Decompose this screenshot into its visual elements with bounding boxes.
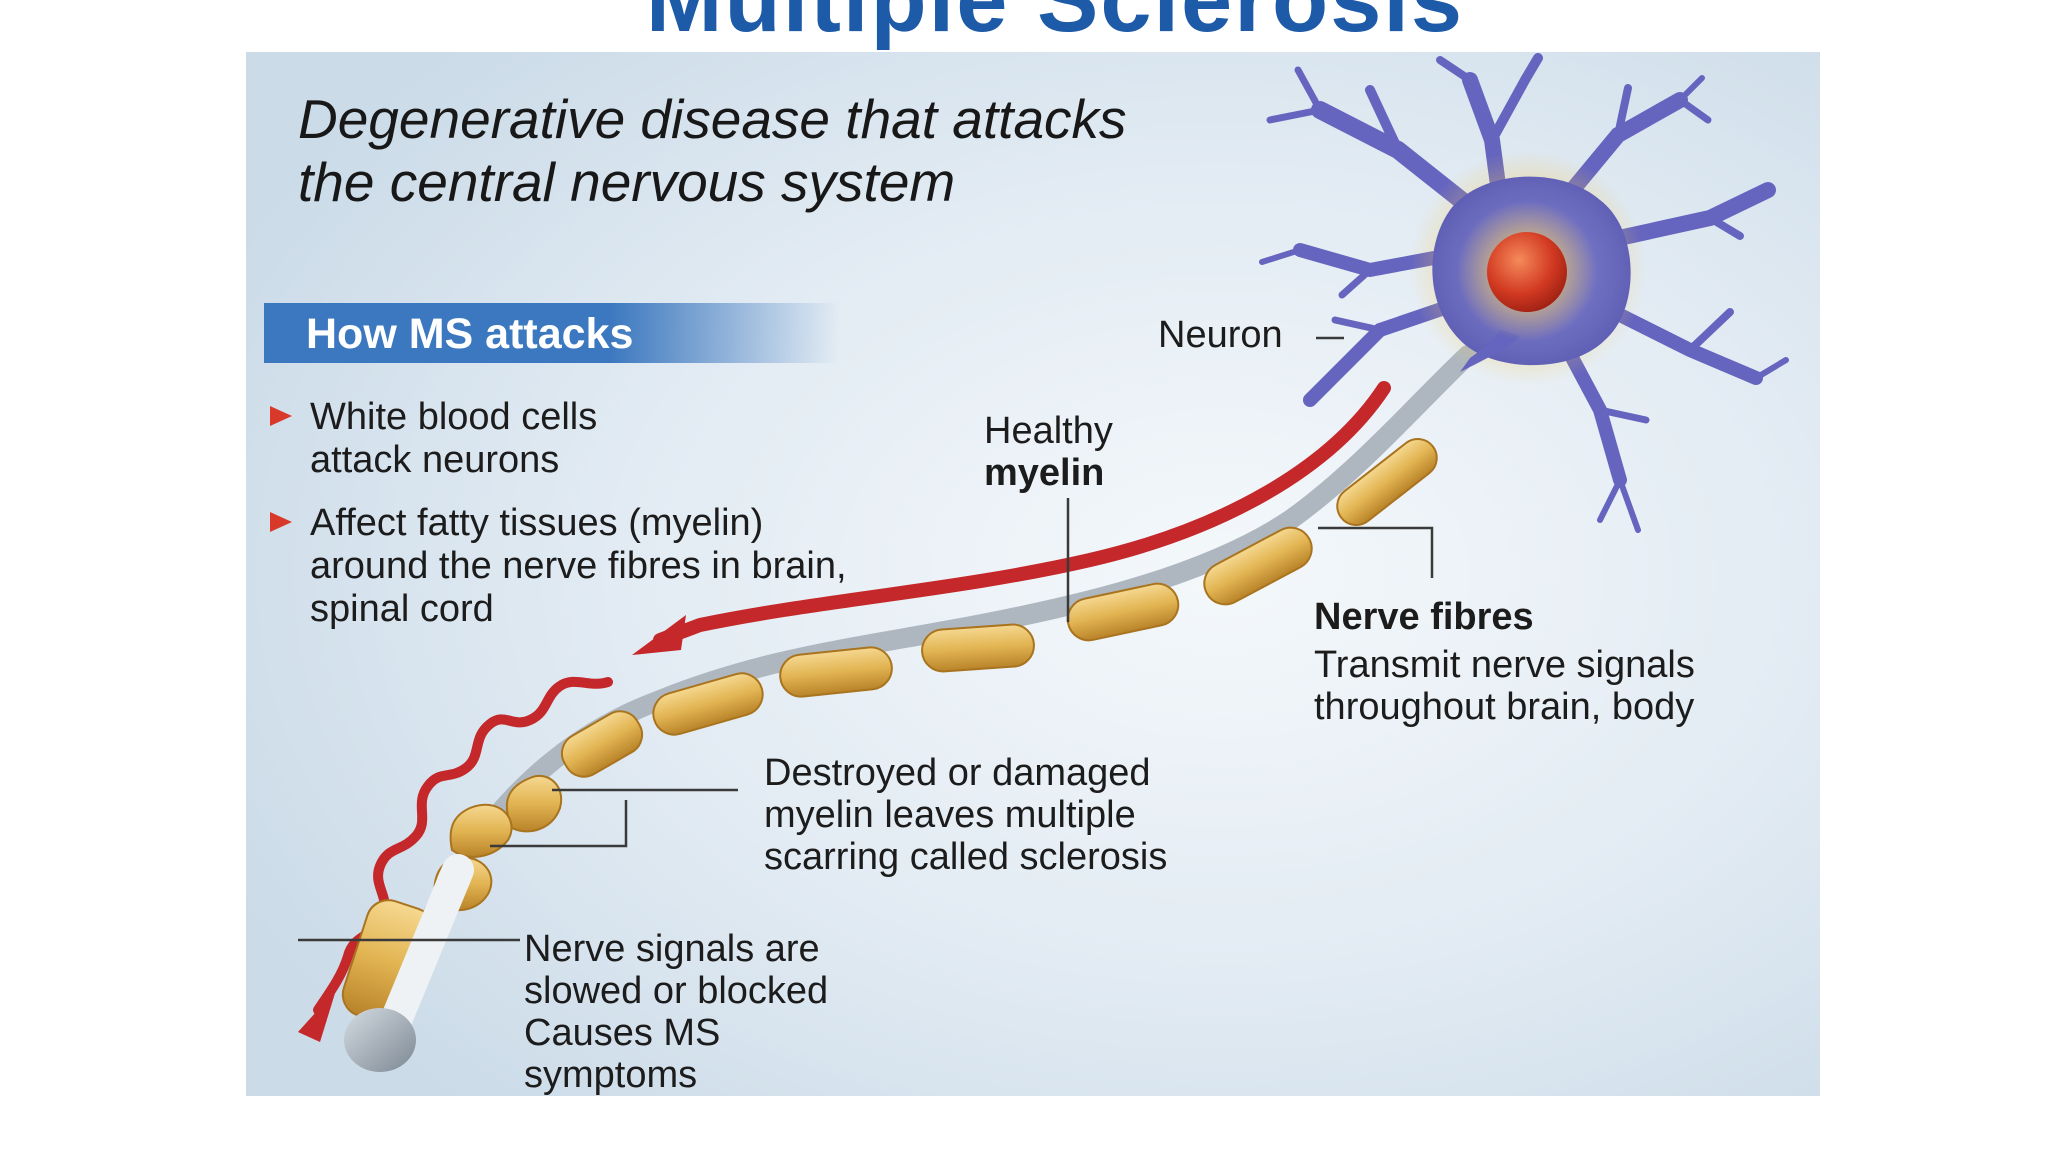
bullet-text: Affect fatty tissues (myelin) around the… (310, 502, 847, 630)
bullet-fatty-tissues: Affect fatty tissues (myelin) around the… (270, 502, 870, 631)
healthy-label: Healthy (984, 410, 1113, 452)
bullet-text: White blood cells attack neurons (310, 396, 598, 481)
nerve-fibres-desc-1: Transmit nerve signals (1314, 644, 1695, 686)
nerve-fibres-title: Nerve fibres (1314, 596, 1534, 638)
signal-arrow-healthy (653, 381, 1391, 647)
bullet-white-blood-cells: White blood cells attack neurons (270, 396, 690, 482)
exposed-axon (376, 854, 474, 1046)
signal-arrowhead-upper (632, 615, 686, 655)
nucleus (1487, 232, 1567, 312)
myelin-label: myelin (984, 452, 1105, 494)
signals-2: slowed or blocked (524, 970, 829, 1012)
signals-1: Nerve signals are (524, 928, 820, 970)
nerve-fibres-desc-2: throughout brain, body (1314, 686, 1695, 728)
slide-title: Multiple Sclerosis (590, 0, 1520, 50)
healthy-myelin (652, 437, 1438, 736)
banner-label: How MS attacks (306, 310, 634, 358)
leader-lines (298, 336, 1434, 942)
destroyed-myelin-3: scarring called sclerosis (764, 836, 1168, 878)
signal-arrowhead-lower (298, 990, 336, 1042)
how-ms-attacks-banner: How MS attacks (264, 303, 840, 363)
lead-text: Degenerative disease that attacks the ce… (298, 88, 1127, 213)
destroyed-myelin-1: Destroyed or damaged (764, 752, 1151, 794)
destroyed-myelin-2: myelin leaves multiple (764, 794, 1136, 836)
neuron-label: Neuron (1158, 314, 1283, 356)
signals-4: symptoms (524, 1054, 698, 1096)
neuron-cell (1259, 53, 1789, 533)
bullet-arrow-icon (270, 406, 292, 426)
signals-3: Causes MS (524, 1012, 721, 1054)
axon-end (344, 1008, 416, 1072)
bullet-arrow-icon (270, 512, 292, 532)
